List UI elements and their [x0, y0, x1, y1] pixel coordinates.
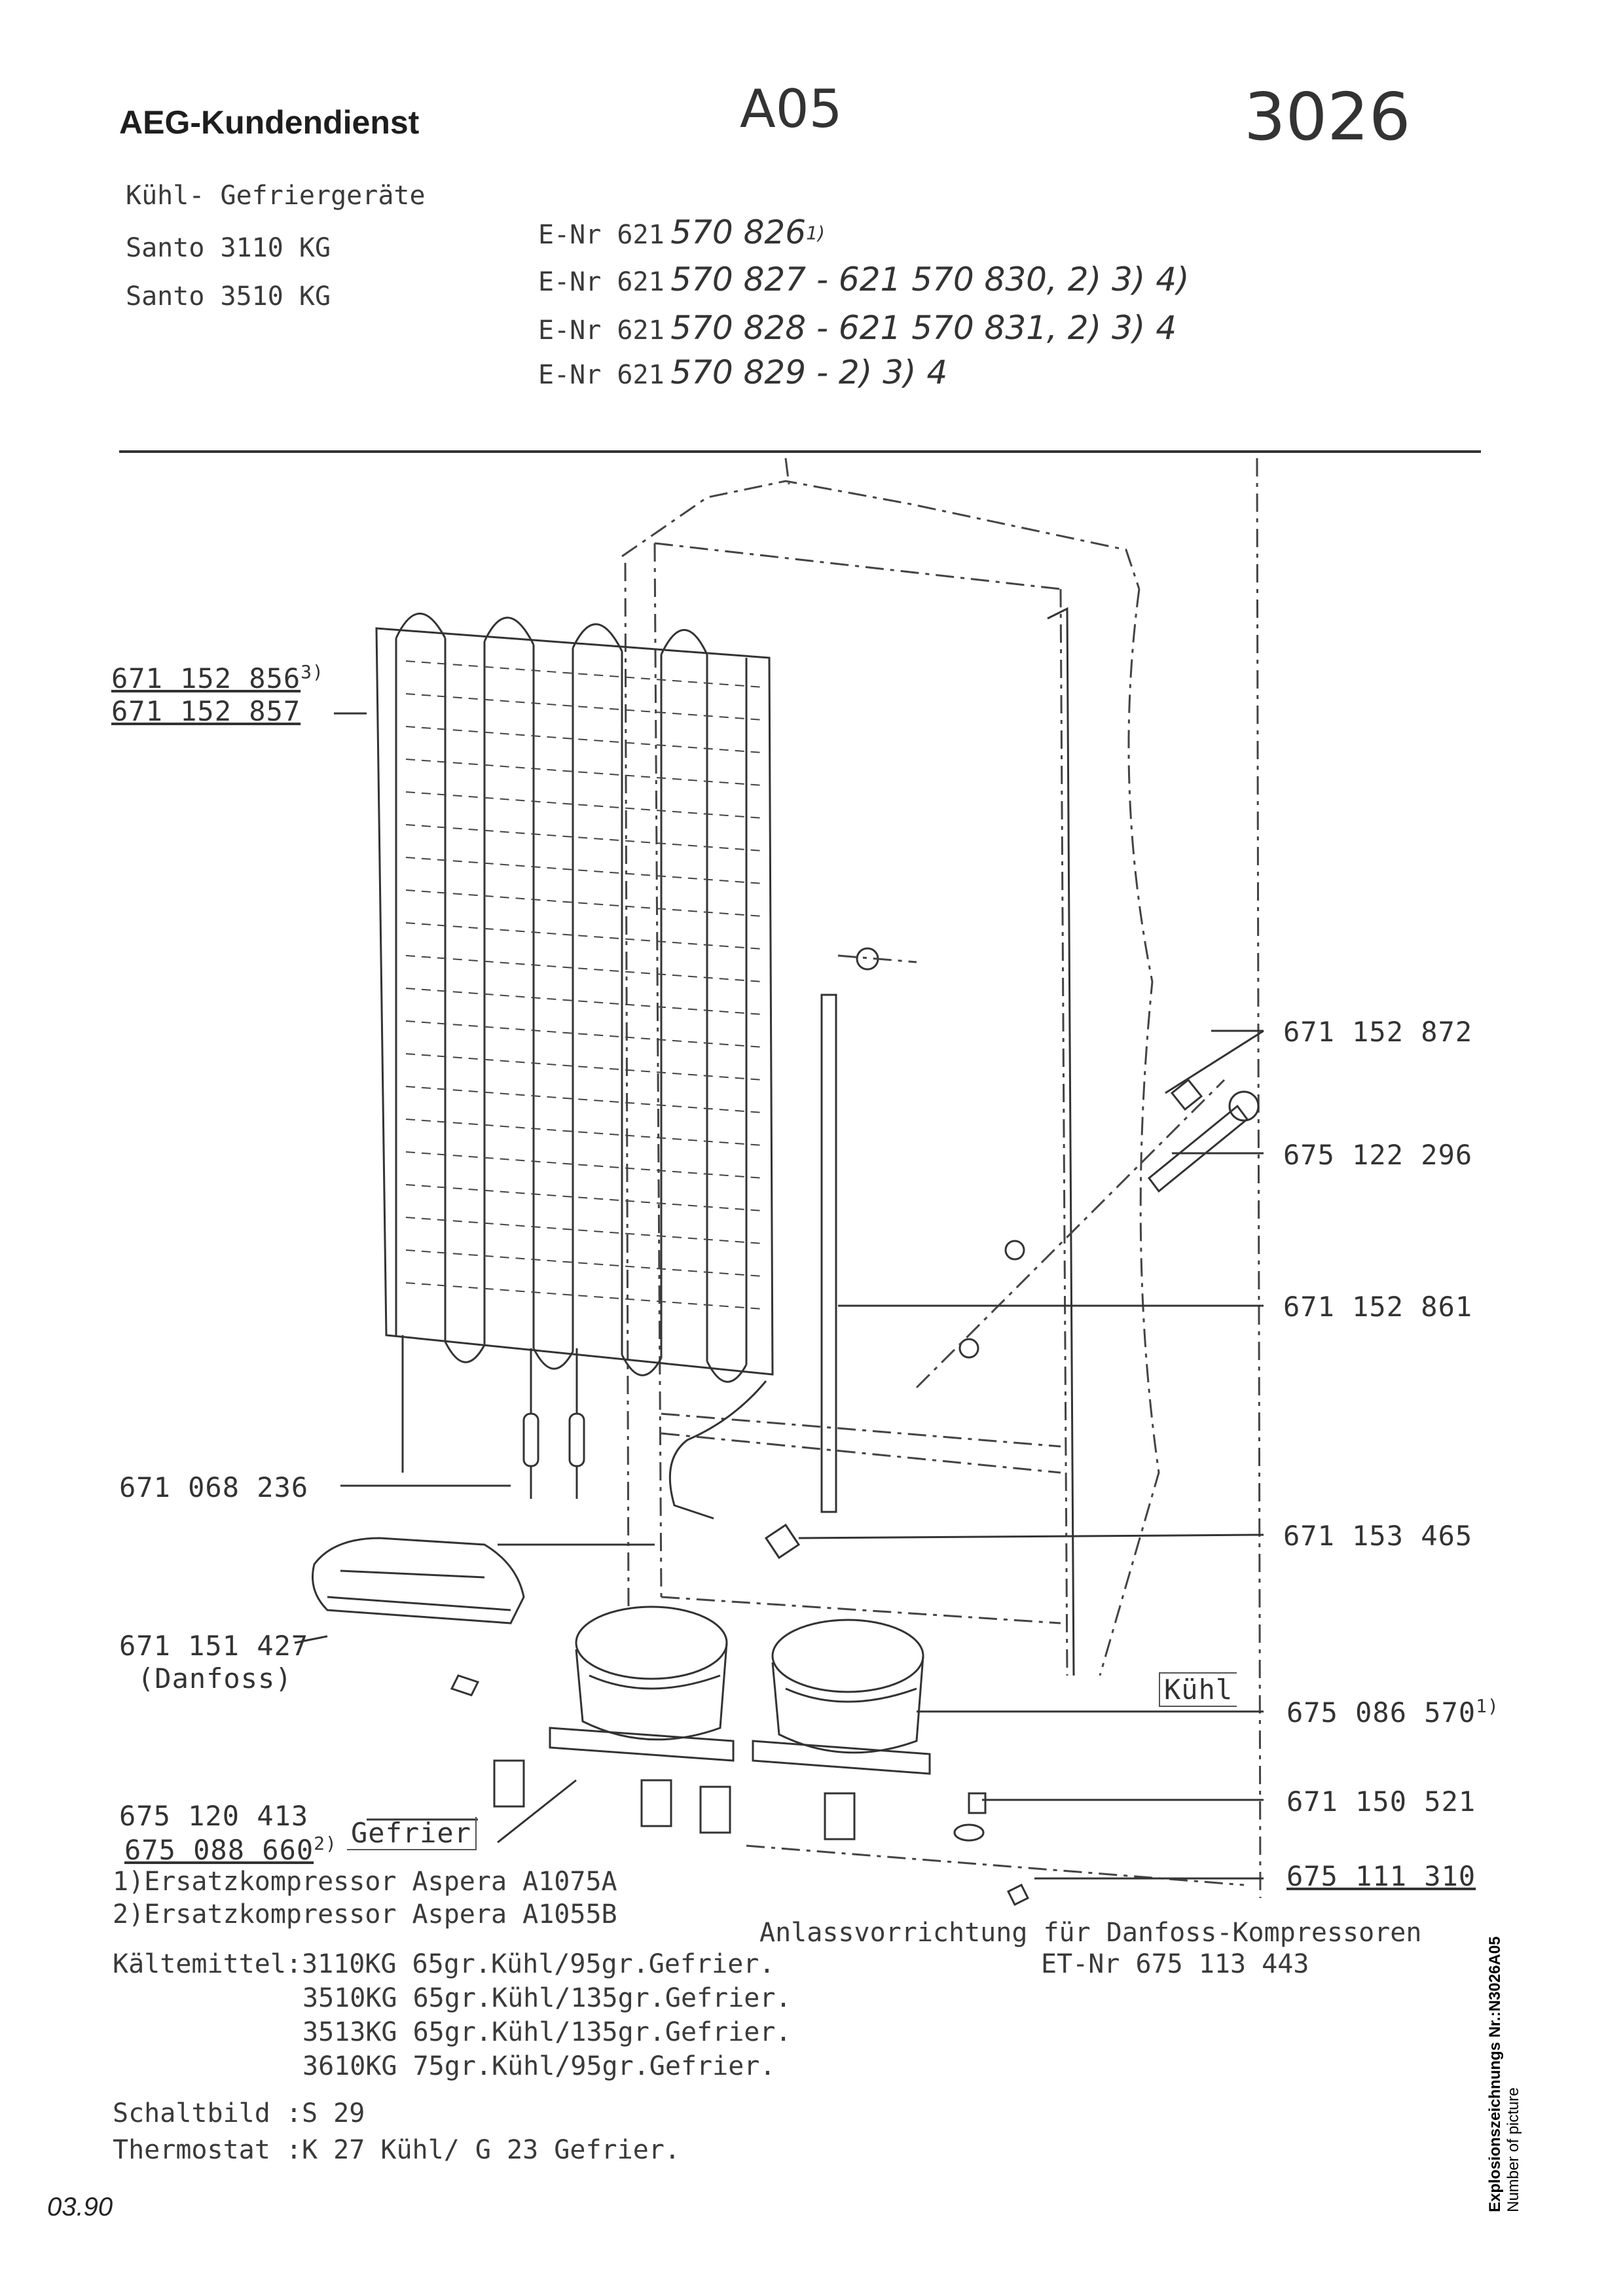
- part-condenser-b: 671 152 857: [111, 695, 301, 727]
- header-rule: [119, 450, 1481, 453]
- part-drip-tray: 671 151 427: [119, 1630, 309, 1662]
- drawing-number-subtitle: Number of picture: [1504, 2087, 1522, 2212]
- part-number: 675 086 570: [1286, 1696, 1476, 1729]
- thermostat-ref: Thermostat :K 27 Kühl/ G 23 Gefrier.: [113, 2135, 680, 2165]
- enr-prefix: E-Nr 621: [538, 315, 665, 346]
- enr-footnote: 1): [806, 222, 825, 244]
- label-kuehl: Kühl: [1159, 1672, 1237, 1707]
- refrigerant-line-4: 3610KG 75gr.Kühl/95gr.Gefrier.: [302, 2051, 776, 2081]
- enr-handwritten: 570 827 - 621 570 830, 2) 3) 4): [670, 260, 1190, 298]
- compressors: [549, 1605, 931, 1775]
- enr-line-1: E-Nr 621 570 8261): [538, 213, 825, 251]
- sheet-number: 3026: [1244, 79, 1411, 155]
- enr-handwritten: 570 829 - 2) 3) 4: [670, 353, 948, 391]
- part-671-152-872: 671 152 872: [1283, 1016, 1473, 1048]
- enr-handwritten: 570 826: [670, 213, 807, 251]
- note-1: 1)Ersatzkompressor Aspera A1075A: [113, 1867, 617, 1897]
- label-gefrier: Gefrier: [347, 1817, 477, 1850]
- enr-prefix: E-Nr 621: [538, 360, 665, 390]
- part-condenser-a: 671 152 8563): [111, 661, 324, 694]
- enr-prefix: E-Nr 621: [538, 220, 665, 250]
- enr-prefix: E-Nr 621: [538, 267, 665, 297]
- cabinet-outline: [621, 457, 1262, 1899]
- footnote: 2): [314, 1833, 337, 1854]
- part-number: 675 088 660: [124, 1834, 314, 1866]
- enr-line-4: E-Nr 621 570 829 - 2) 3) 4: [538, 353, 947, 391]
- refrigerant-line-1: Kältemittel:3110KG 65gr.Kühl/95gr.Gefrie…: [113, 1949, 775, 1979]
- enr-line-3: E-Nr 621 570 828 - 621 570 831, 2) 3) 4: [538, 309, 1176, 347]
- part-675-120-413: 675 120 413: [119, 1800, 309, 1832]
- model-2: Santo 3510 KG: [126, 281, 331, 312]
- note-2: 2)Ersatzkompressor Aspera A1055B: [113, 1899, 617, 1929]
- footnote: 1): [1476, 1695, 1499, 1717]
- issue-date: 03.90: [47, 2193, 113, 2221]
- side-caption: Explosionszeichnungs Nr.:N3026A05 Number…: [1486, 1937, 1523, 2212]
- condenser-coil: [375, 613, 774, 1473]
- part-675-088-660: 675 088 6602): [124, 1833, 337, 1866]
- screws: [837, 947, 1260, 1389]
- circuit-diagram-ref: Schaltbild :S 29: [113, 2098, 365, 2128]
- part-671-153-465: 671 153 465: [1283, 1520, 1473, 1552]
- part-675-111-310: 675 111 310: [1286, 1860, 1476, 1892]
- filter-driers: [522, 1348, 585, 1499]
- part-671-152-861: 671 152 861: [1283, 1291, 1473, 1323]
- part-675-122-296: 675 122 296: [1283, 1139, 1473, 1171]
- device-category: Kühl- Gefriergeräte: [126, 181, 426, 211]
- refrigerant-line-2: 3510KG 65gr.Kühl/135gr.Gefrier.: [302, 1983, 792, 2013]
- model-1: Santo 3110 KG: [126, 233, 331, 263]
- starter-et-number: ET-Nr 675 113 443: [1041, 1949, 1309, 1979]
- drawing-number: Explosionszeichnungs Nr.:N3026A05: [1486, 1936, 1504, 2212]
- refrigerant-line-3: 3513KG 65gr.Kühl/135gr.Gefrier.: [302, 2017, 792, 2047]
- enr-line-2: E-Nr 621 570 827 - 621 570 830, 2) 3) 4): [538, 260, 1190, 298]
- starter-note: Anlassvorrichtung für Danfoss-Kompressor…: [759, 1918, 1422, 1948]
- brand-title: AEG-Kundendienst: [119, 104, 420, 141]
- part-drip-tray-note: (Danfoss): [137, 1662, 293, 1695]
- part-number: 671 152 856: [111, 662, 301, 694]
- sheet-code: A05: [740, 79, 843, 139]
- part-filter-drier: 671 068 236: [119, 1471, 309, 1503]
- footnote: 3): [301, 661, 324, 683]
- leader-lines: [294, 712, 1264, 1880]
- pipe-bracket: [668, 994, 837, 1560]
- enr-handwritten: 570 828 - 621 570 831, 2) 3) 4: [670, 309, 1177, 347]
- part-671-150-521: 671 150 521: [1286, 1785, 1476, 1818]
- part-compressor-kuehl: 675 086 5701): [1286, 1695, 1499, 1729]
- drip-tray: [312, 1537, 655, 1624]
